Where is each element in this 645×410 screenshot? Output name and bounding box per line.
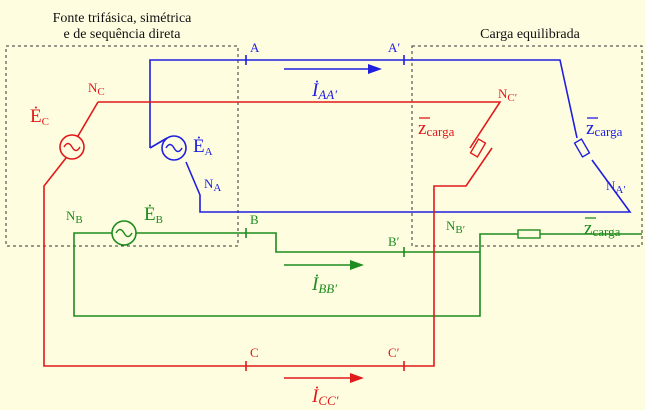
source-a-label-sub: A (205, 146, 213, 158)
impedance-b-resistor (517, 229, 541, 239)
neutral-a-label: NA (204, 176, 221, 194)
source-c-sine (63, 142, 81, 152)
neutral-b-label: NB (66, 208, 83, 226)
phase-a (149, 55, 632, 213)
neutral-c-load-sub: C′ (507, 92, 517, 104)
impedance-c-label: zcarga (418, 118, 455, 139)
neutral-a-base: N (204, 176, 214, 191)
phase-c-lower-wire (43, 147, 493, 367)
neutral-c-sub: C (97, 86, 104, 98)
source-b-label-sub: B (156, 214, 163, 226)
phase-c-neutral-wire (98, 101, 502, 149)
source-a-label: ĖA (193, 136, 213, 158)
neutral-b-base: N (66, 208, 76, 223)
impedance-c-base: z (418, 118, 426, 139)
phase-b (73, 220, 642, 317)
impedance-b-sub: carga (592, 224, 620, 239)
phase-a-neutral-wire (185, 159, 632, 213)
source-title-line2: e de sequência direta (64, 27, 182, 42)
neutral-a-sub: A (213, 182, 221, 194)
terminal-b-label: B (250, 212, 259, 227)
impedance-b-label: zcarga (584, 218, 621, 239)
neutral-b-load-base: N (446, 218, 456, 233)
terminal-c-label: C (250, 345, 259, 360)
impedance-c-resistor (469, 138, 487, 158)
neutral-a-load-label: NA′ (606, 178, 626, 196)
current-aa-sub: AA′ (317, 87, 337, 102)
neutral-b-load-sub: B′ (455, 224, 465, 236)
source-a-sine (165, 143, 183, 153)
neutral-a-load-base: N (606, 178, 616, 193)
current-cc-base: İ (311, 386, 320, 407)
terminal-b-load-label: B′ (388, 234, 400, 249)
phase-b-neutral-wire (73, 232, 481, 317)
load-region-box (411, 45, 643, 247)
neutral-c-load-base: N (498, 86, 508, 101)
source-a-label-base: Ė (193, 136, 205, 157)
neutral-c-base: N (88, 80, 98, 95)
load-title: Carga equilibrada (480, 27, 580, 42)
terminal-a-label: A (250, 40, 260, 55)
phase-c-upper-wire (77, 101, 99, 137)
current-bb-arrowhead (350, 260, 364, 270)
impedance-b-base: z (584, 218, 592, 239)
phase-b-line-wire (136, 232, 480, 253)
impedance-a-base: z (586, 118, 594, 139)
source-region-box (5, 45, 239, 247)
impedance-a-label: zcarga (586, 118, 623, 139)
terminal-a-load-label: A′ (388, 40, 400, 55)
neutral-a-load-sub: A′ (615, 184, 625, 196)
current-bb-label: İBB′ (311, 274, 337, 296)
source-title-line1: Fonte trifásica, simétrica (53, 11, 193, 26)
source-c-label: ĖC (30, 106, 49, 128)
phase-c (43, 101, 502, 383)
phase-a-line-wire (149, 59, 578, 148)
source-c-label-base: Ė (30, 106, 42, 127)
impedance-a-resistor (573, 138, 591, 158)
current-cc-label: İCC′ (311, 386, 339, 408)
source-b-label-base: Ė (144, 204, 156, 225)
neutral-c-load-label: NC′ (498, 86, 517, 104)
current-cc-sub: CC′ (318, 393, 338, 408)
neutral-c-label: NC (88, 80, 105, 98)
current-aa-label: İAA′ (311, 80, 337, 102)
neutral-b-load-label: NB′ (446, 218, 465, 236)
current-aa-arrowhead (368, 64, 382, 74)
current-cc-arrowhead (350, 373, 364, 383)
source-c-label-sub: C (42, 116, 49, 128)
terminal-c-load-label: C′ (388, 345, 400, 360)
current-aa-base: İ (311, 80, 320, 101)
current-bb-base: İ (311, 274, 320, 295)
neutral-b-sub: B (75, 214, 82, 226)
source-b-label: ĖB (144, 204, 163, 226)
impedance-a-sub: carga (594, 124, 622, 139)
current-bb-sub: BB′ (318, 281, 337, 296)
impedance-c-sub: carga (426, 124, 454, 139)
phase-a-return-wire (149, 137, 168, 149)
source-b-sine (115, 228, 133, 238)
phase-b-load-wire (479, 233, 518, 252)
